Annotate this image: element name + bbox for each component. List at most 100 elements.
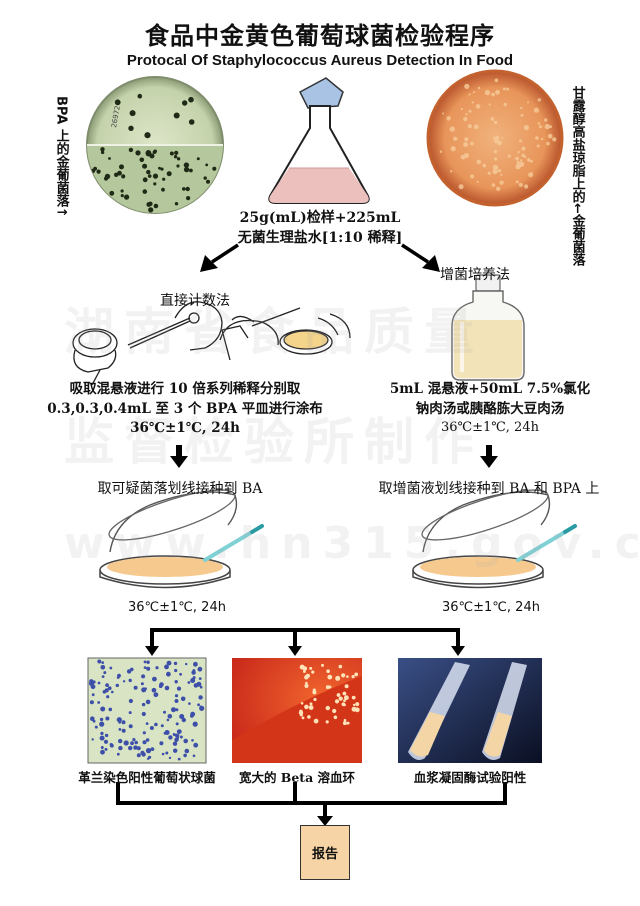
colony-dot	[183, 166, 190, 173]
cocci-dot	[121, 720, 126, 725]
colony-dot	[523, 125, 530, 131]
colony-dot	[496, 186, 501, 191]
cocci-dot	[191, 739, 194, 742]
cocci-dot	[165, 751, 169, 755]
colony-dot	[100, 147, 105, 152]
colony-dot	[494, 78, 499, 83]
colony-dot	[341, 673, 346, 678]
colony-dot	[343, 718, 347, 722]
colony-dot	[468, 93, 471, 96]
colony-dot	[497, 169, 502, 173]
colony-dot	[95, 205, 102, 211]
colony-dot	[474, 124, 479, 130]
cocci-dot	[130, 667, 134, 672]
cocci-dot	[128, 711, 132, 715]
cocci-dot	[192, 754, 196, 758]
cocci-dot	[99, 721, 105, 727]
sample-line-2: 无菌生理盐水[1:10 稀释]	[237, 230, 403, 247]
colony-dot	[476, 159, 482, 165]
result-caption-coagulase: 血浆凝固酶试验阳性	[413, 770, 527, 785]
result-caption-hemolysis: 宽大的 Beta 溶血环	[238, 770, 356, 785]
sample-line-1: 25g(mL)检样+225mL	[239, 210, 401, 226]
cocci-dot	[89, 700, 94, 705]
colony-dot	[158, 166, 161, 170]
colony-dot	[516, 161, 521, 165]
colony-dot	[520, 106, 523, 110]
cocci-dot	[99, 735, 105, 741]
cocci-dot	[101, 675, 105, 678]
cocci-dot	[104, 747, 108, 751]
colony-dot	[120, 194, 124, 198]
cocci-dot	[155, 666, 159, 670]
cocci-dot	[141, 711, 146, 717]
streak-plate-right	[412, 489, 577, 589]
colony-dot	[139, 157, 145, 163]
colony-dot	[519, 159, 523, 162]
left-step-text: 吸取混悬液进行 10 倍系列稀释分别取 0.3,0.3,0.4mL 至 3 个 …	[40, 380, 330, 439]
colony-dot	[346, 675, 349, 678]
colony-dot	[212, 166, 217, 171]
colony-dot	[344, 695, 349, 701]
bpa-plate-photo: 26972	[86, 76, 224, 214]
cocci-dot	[166, 718, 170, 722]
colony-dot	[344, 684, 349, 689]
cocci-dot	[111, 690, 114, 694]
colony-dot	[546, 141, 550, 146]
colony-dot	[495, 89, 500, 95]
colony-dot	[475, 104, 481, 109]
colony-dot	[304, 683, 309, 689]
colony-dot	[484, 89, 491, 96]
colony-dot	[464, 83, 470, 89]
cocci-dot	[190, 711, 196, 717]
cocci-dot	[141, 674, 146, 679]
cocci-dot	[123, 740, 129, 746]
left-step-line-1: 吸取混悬液进行 10 倍系列稀释分别取	[69, 381, 301, 397]
cocci-dot	[106, 695, 110, 699]
cocci-dot	[144, 687, 147, 690]
colony-dot	[529, 160, 532, 163]
cocci-dot	[193, 661, 198, 667]
cocci-dot	[190, 678, 196, 683]
cocci-dot	[163, 731, 167, 735]
down-arrows	[170, 445, 498, 468]
cocci-dot	[168, 735, 173, 740]
cocci-dot	[179, 735, 183, 739]
cocci-dot	[145, 699, 151, 705]
colony-dot	[313, 697, 317, 702]
sample-prep-text: 25g(mL)检样+225mL 无菌生理盐水[1:10 稀释]	[200, 208, 440, 249]
cocci-dot	[128, 698, 133, 704]
cocci-dot	[164, 664, 169, 670]
cocci-dot	[91, 693, 95, 697]
cocci-dot	[136, 753, 141, 758]
colony-dot	[183, 162, 190, 168]
colony-dot	[442, 112, 445, 115]
colony-dot	[495, 135, 499, 139]
colony-dot	[517, 151, 520, 154]
colony-dot	[467, 124, 472, 129]
cocci-dot	[94, 725, 98, 729]
colony-dot	[488, 103, 491, 106]
colony-dot	[105, 203, 110, 208]
colony-dot	[307, 674, 311, 678]
title-en: Protocal Of Staphylococcus Aureus Detect…	[126, 52, 514, 69]
colony-dot	[336, 693, 341, 697]
colony-dot	[541, 137, 544, 141]
colony-dot	[501, 136, 504, 139]
colony-dot	[304, 704, 309, 710]
cocci-dot	[109, 666, 113, 670]
cocci-dot	[146, 666, 151, 671]
colony-dot	[173, 155, 178, 159]
colony-dot	[537, 98, 541, 102]
cocci-dot	[140, 682, 144, 686]
right-step-line-1: 5mL 混悬液+50mL 7.5%氯化	[389, 381, 591, 397]
colony-dot	[439, 150, 443, 153]
colony-dot	[108, 157, 111, 160]
colony-dot	[135, 150, 141, 156]
colony-dot	[500, 173, 503, 176]
cocci-dot	[118, 738, 123, 744]
colony-dot	[321, 663, 324, 667]
cocci-dot	[100, 749, 105, 755]
coagulase-tubes-photo	[398, 658, 542, 763]
cocci-dot	[134, 740, 138, 745]
